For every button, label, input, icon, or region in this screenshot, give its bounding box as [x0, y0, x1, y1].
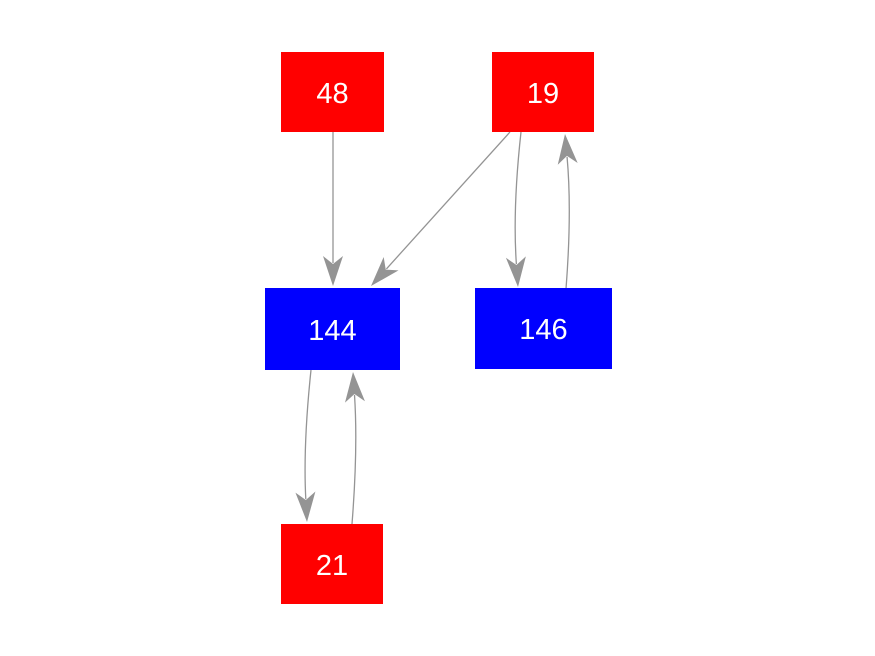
edge-arrowhead-144-21 [295, 491, 316, 522]
graph-node-48[interactable]: 48 [281, 52, 384, 132]
edge-arrowhead-21-144 [344, 372, 365, 403]
node-label-146: 146 [519, 314, 568, 346]
edge-19-146 [505, 131, 526, 287]
edge-line-146-19 [565, 156, 570, 290]
edge-144-21 [295, 369, 316, 522]
edge-line-19-144 [385, 131, 511, 270]
edge-arrowhead-48-144 [323, 256, 343, 286]
node-label-21: 21 [315, 549, 349, 582]
node-label-19: 19 [526, 77, 560, 110]
edge-arrowhead-19-144 [371, 257, 399, 286]
edge-line-19-146 [514, 131, 522, 265]
edge-146-19 [557, 134, 578, 290]
edge-19-144 [371, 131, 511, 286]
node-label-144: 144 [308, 314, 357, 347]
edge-arrowhead-146-19 [557, 134, 578, 165]
graph-node-21[interactable]: 21 [281, 524, 383, 604]
graph-node-19[interactable]: 19 [492, 52, 594, 132]
edge-line-144-21 [304, 369, 312, 500]
node-label-48: 48 [316, 77, 349, 110]
graph-node-146[interactable]: 146 [475, 288, 612, 369]
edge-line-21-144 [351, 394, 357, 525]
edge-21-144 [344, 372, 365, 525]
edge-arrowhead-19-146 [505, 256, 526, 287]
edge-48-144 [323, 131, 343, 286]
graph-node-144[interactable]: 144 [265, 288, 400, 370]
